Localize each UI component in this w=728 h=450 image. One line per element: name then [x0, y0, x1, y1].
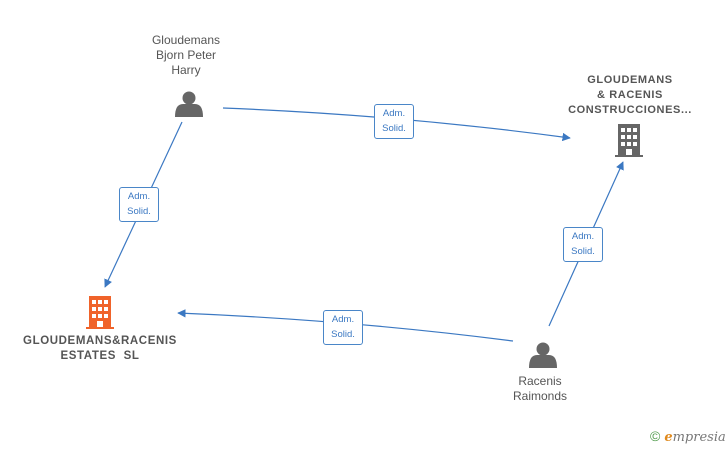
- label-line: ESTATES SL: [60, 350, 140, 362]
- edge-label-racenis-construcciones: Adm. Solid.: [563, 227, 603, 262]
- label-line: & RACENIS: [597, 89, 663, 101]
- edge-label-gloudemans-estates: Adm. Solid.: [119, 187, 159, 222]
- node-label-racenis[interactable]: Racenis Raimonds: [500, 374, 580, 404]
- label-line: Racenis: [518, 374, 562, 388]
- building-icon[interactable]: [615, 124, 643, 157]
- edge-label-line: Adm.: [382, 108, 406, 119]
- node-label-estates[interactable]: GLOUDEMANS&RACENIS ESTATES SL: [12, 334, 188, 364]
- person-icon[interactable]: [175, 91, 203, 118]
- building-icon[interactable]: [86, 296, 114, 329]
- edge-label-racenis-estates: Adm. Solid.: [323, 310, 363, 345]
- person-icon[interactable]: [529, 342, 557, 369]
- edge-label-line: Solid.: [382, 123, 406, 134]
- brand-name: mpresia: [672, 430, 726, 445]
- label-line: GLOUDEMANS: [587, 74, 673, 86]
- edge-label-gloudemans-construcciones: Adm. Solid.: [374, 104, 414, 139]
- edge-label-line: Solid.: [127, 206, 151, 217]
- edge-label-line: Adm.: [127, 191, 151, 202]
- label-line: GLOUDEMANS&RACENIS: [23, 335, 177, 347]
- edge-label-line: Solid.: [331, 329, 355, 340]
- brand-e: e: [664, 430, 673, 445]
- brand-logo: ©empresia: [650, 428, 726, 445]
- edge-label-line: Solid.: [571, 246, 595, 257]
- edge-label-line: Adm.: [571, 231, 595, 242]
- label-line: CONSTRUCCIONES...: [568, 104, 692, 116]
- edge-label-line: Adm.: [331, 314, 355, 325]
- node-label-construcciones[interactable]: GLOUDEMANS & RACENIS CONSTRUCCIONES...: [563, 73, 697, 118]
- label-line: Gloudemans: [151, 33, 221, 47]
- label-line: Bjorn Peter: [155, 48, 217, 62]
- node-label-gloudemans[interactable]: Gloudemans Bjorn Peter Harry: [136, 33, 236, 78]
- label-line: Harry: [171, 63, 201, 77]
- label-line: Raimonds: [512, 389, 568, 403]
- copyright-symbol: ©: [650, 428, 661, 444]
